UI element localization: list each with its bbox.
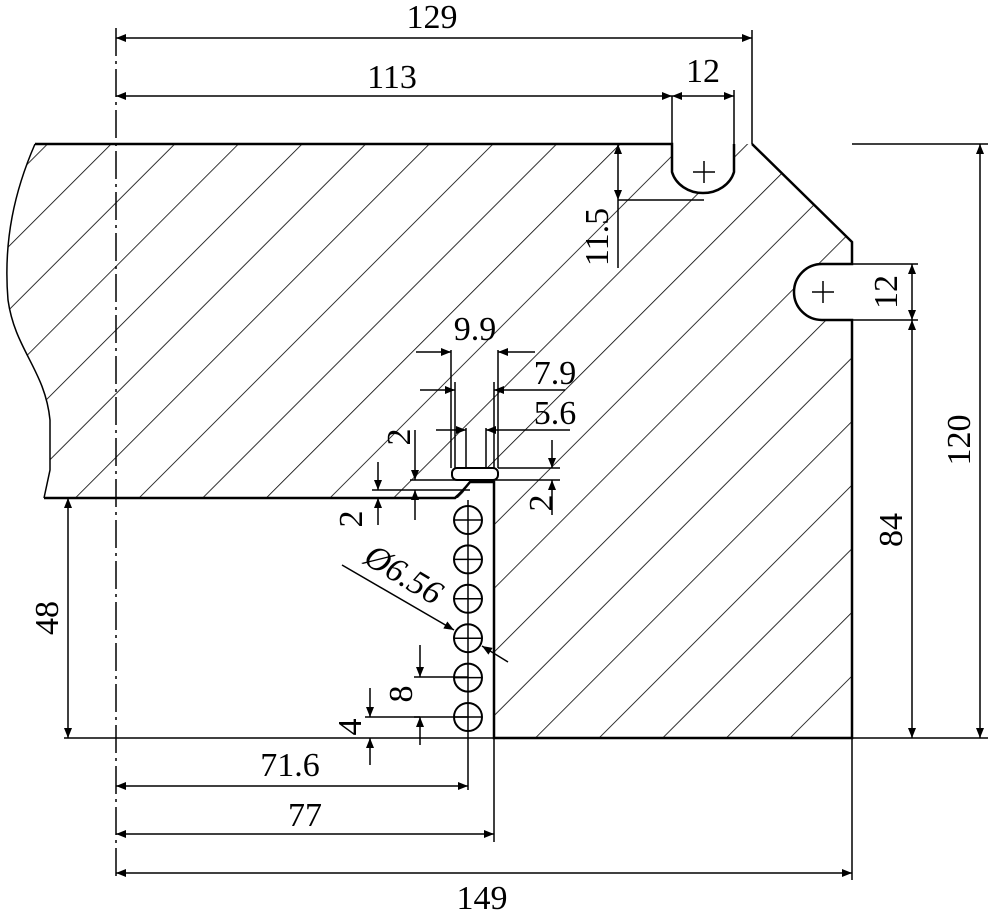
part-section — [6, 144, 852, 738]
dim-right-height: 84 — [873, 513, 910, 547]
dim-groove-mid: 7.9 — [534, 355, 577, 392]
groove — [451, 467, 499, 481]
dim-overall-bottom: 149 — [457, 880, 508, 913]
dim-to-slot: 113 — [367, 59, 417, 96]
dim-hole-pitch: 8 — [383, 686, 420, 703]
dim-hole-offset: 4 — [332, 719, 369, 736]
dim-hole-center-x: 71.6 — [260, 747, 320, 784]
dim-groove-step-a: 2 — [381, 429, 418, 446]
dim-overall-top: 129 — [407, 0, 458, 36]
dim-groove-inner: 5.6 — [534, 395, 577, 432]
dim-groove-outer: 9.9 — [454, 311, 497, 348]
break-line — [6, 143, 51, 499]
dim-total-height: 120 — [941, 415, 978, 466]
dim-slot-depth: 11.5 — [579, 208, 616, 266]
dim-groove-step-c: 2 — [523, 495, 560, 512]
dim-slot-width-top: 12 — [686, 53, 720, 90]
dim-step-height: 48 — [29, 601, 66, 635]
dim-groove-step-b: 2 — [333, 511, 370, 528]
dim-slot-width-side: 12 — [868, 275, 905, 309]
dim-step-x: 77 — [288, 797, 322, 834]
